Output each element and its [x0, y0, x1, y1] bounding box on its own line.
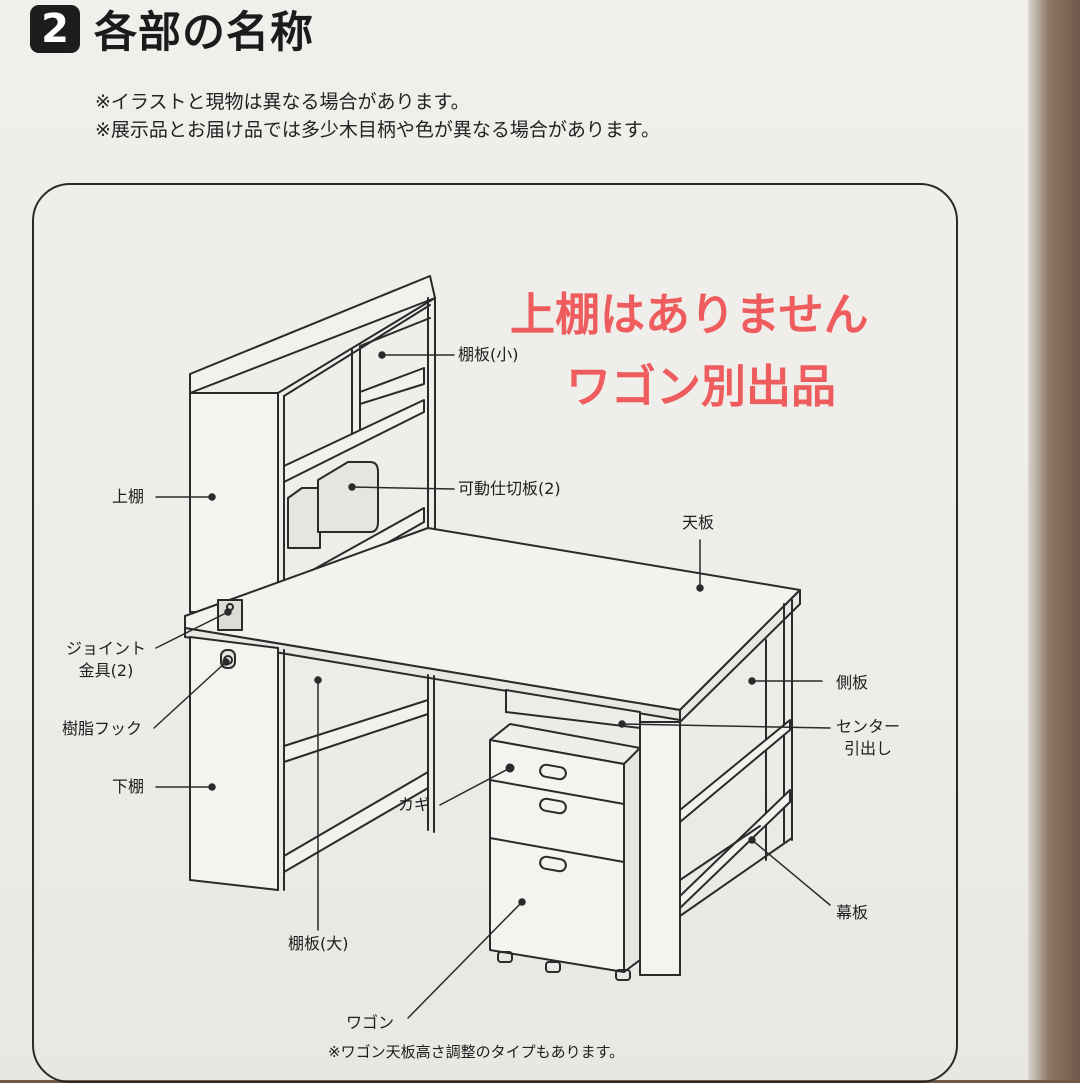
label-movable-partition: 可動仕切板(2) — [458, 479, 561, 498]
label-side-board: 側板 — [836, 673, 869, 692]
label-top-board: 天板 — [682, 513, 715, 532]
wagon-drawing — [489, 723, 641, 981]
overlay-no-upper-shelf: 上棚はありません — [510, 288, 869, 341]
desk-top-drawing — [184, 527, 801, 723]
upper-shelf-drawing — [189, 275, 436, 613]
note-illustration: ※イラストと現物は異なる場合があります。 — [95, 91, 470, 113]
label-joint-line2: 金具(2) — [78, 660, 134, 680]
label-upper-shelf: 上棚 — [112, 487, 145, 506]
note-wagon-height: ※ワゴン天板高さ調整のタイプもあります。 — [328, 1043, 625, 1061]
label-wagon: ワゴン — [346, 1013, 395, 1032]
label-resin-hook: 樹脂フック — [62, 719, 143, 738]
label-shelf-small: 棚板(小) — [458, 345, 519, 364]
label-key: カギ — [398, 795, 431, 814]
lower-shelf-drawing — [189, 636, 435, 891]
label-center-drawer: センター 引出し — [836, 716, 900, 759]
label-center-line1: センター — [836, 717, 901, 736]
label-joint-fitting: ジョイント 金具(2) — [66, 638, 146, 681]
page-edge — [1028, 0, 1080, 1080]
section-heading: 2 各部の名称 — [30, 0, 314, 58]
label-modesty-panel: 幕板 — [836, 903, 869, 922]
leader-lines — [153, 351, 831, 1019]
side-panel-drawing — [639, 599, 793, 976]
section-title: 各部の名称 — [94, 8, 314, 58]
label-joint-line1: ジョイント — [66, 639, 147, 658]
label-shelf-large: 棚板(大) — [288, 934, 349, 953]
label-lower-shelf: 下棚 — [112, 777, 145, 796]
section-number-badge: 2 — [30, 5, 80, 53]
overlay-wagon-sold-separately: ワゴン別出品 — [566, 360, 837, 413]
label-center-line2: 引出し — [844, 738, 893, 758]
note-wood-grain: ※展示品とお届け品では多少木目柄や色が異なる場合があります。 — [95, 119, 661, 141]
